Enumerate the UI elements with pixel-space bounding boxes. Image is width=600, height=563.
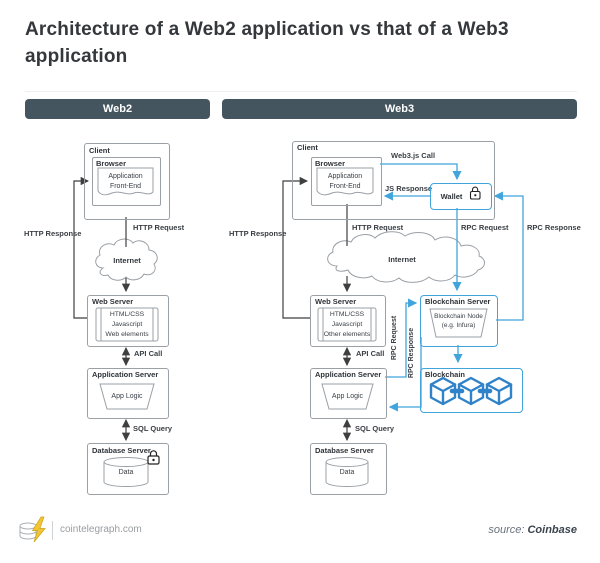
web2-internet-label: Internet (113, 256, 141, 265)
cube-chain-icon (429, 376, 513, 406)
web2-client-label: Client (89, 146, 110, 155)
blockchain-box (420, 368, 523, 413)
web2-http-response-label: HTTP Response (24, 229, 82, 238)
web3js-call-line (380, 163, 462, 181)
web3-blue-connectors (380, 163, 524, 412)
web2-api-call-label: API Call (134, 349, 163, 358)
web2-applogic-trapezoid (99, 383, 155, 410)
cube-icon (457, 376, 485, 406)
page-title: Architecture of a Web2 application vs th… (25, 19, 509, 67)
web3-frontend-document-shape (316, 167, 374, 196)
web3-internet-cloud-icon (327, 231, 485, 283)
web2-app-frontend-label: Application Front-End (108, 173, 143, 191)
web2-applogic-label: App Logic (111, 393, 143, 400)
blockchain-server-box (420, 295, 498, 347)
wallet-lock-icon (469, 186, 481, 200)
lightning-icon (31, 516, 46, 543)
web2-frontend-document-shape (97, 167, 154, 196)
web2-appserver-box (87, 368, 169, 419)
web3-webserver-box (310, 295, 386, 347)
web3-app-frontend-label: Application Front-End (327, 173, 363, 191)
web2-dbserver-box (87, 443, 169, 495)
web3-data-cylinder (325, 457, 369, 487)
rpc-response-appserver-line (388, 337, 422, 412)
web3-dark-connectors (282, 176, 352, 442)
blockchain-label: Blockchain (425, 370, 466, 379)
web3-http-response-line (282, 176, 310, 319)
web2-inner-shapes (95, 167, 159, 487)
web3-appserver-label: Application Server (315, 370, 382, 379)
web2-browser-box (92, 157, 161, 206)
footer-source-value: Coinbase (527, 524, 577, 536)
cube-icon (429, 376, 457, 406)
web3-webserver-label: Web Server (315, 297, 357, 306)
js-response-label: JS Response (385, 184, 433, 193)
cube-icon (485, 376, 513, 406)
web3-header-bar: Web3 (222, 99, 577, 119)
footer-site-text: cointelegraph.com (60, 524, 142, 535)
web3-dbserver-label: Database Server (315, 446, 374, 455)
web2-webserver-process-shape (95, 307, 159, 342)
rpc-response-vertical-label: RPC Response (408, 327, 415, 379)
web3-applogic-label: App Logic (331, 393, 364, 400)
web2-data-label: Data (118, 469, 134, 476)
web2-http-response-line (73, 176, 90, 319)
web3-http-response-label: HTTP Response (229, 229, 287, 238)
web3-appserver-box (310, 368, 387, 419)
web2-header-label: Web2 (102, 103, 133, 115)
footer-source: source: Coinbase (488, 524, 577, 536)
web3-client-label: Client (297, 143, 318, 152)
web3-inner-shapes (316, 167, 488, 487)
web3-internet-label: Internet (388, 255, 416, 264)
cointelegraph-logo (19, 516, 46, 543)
web3-dbserver-box (310, 443, 387, 495)
web3-browser-label: Browser (315, 159, 346, 168)
database-lock-icon (147, 450, 160, 465)
web2-sql-query-label: SQL Query (133, 424, 173, 433)
web2-webserver-box (87, 295, 169, 347)
web3-webserver-contents: HTML/CSS Javascript Other elements (323, 311, 371, 338)
wallet-box: Wallet (430, 183, 492, 210)
rpc-request-appserver-line (385, 298, 418, 378)
web2-http-request-label: HTTP Request (133, 223, 185, 232)
rpc-request-label: RPC Request (461, 223, 509, 232)
web3js-call-label: Web3.js Call (391, 151, 436, 160)
web3-client-box (292, 141, 495, 220)
web2-client-box (84, 143, 170, 220)
rpc-request-vertical-label: RPC Request (391, 315, 398, 361)
web2-appserver-label: Application Server (92, 370, 159, 379)
web3-data-label: Data (339, 469, 355, 476)
web2-connectors (73, 176, 131, 442)
web2-webserver-contents: HTML/CSS Javascript Web elements (105, 311, 149, 338)
web3-applogic-trapezoid (321, 383, 374, 410)
blockchain-node-trapezoid (429, 308, 488, 338)
wallet-label: Wallet (440, 192, 463, 201)
web3-http-request-label: HTTP Request (352, 223, 404, 232)
rpc-response-label: RPC Response (527, 223, 581, 232)
web3-sql-query-label: SQL Query (355, 424, 395, 433)
web2-header-bar: Web2 (25, 99, 210, 119)
blockchain-server-label: Blockchain Server (425, 297, 491, 306)
rpc-response-wallet-line (493, 191, 524, 321)
web2-dbserver-label: Database Server (92, 446, 151, 455)
web2-internet-cloud-icon (95, 238, 158, 281)
footer-source-label: source: (488, 524, 525, 536)
web3-header-label: Web3 (384, 103, 415, 115)
blockchain-node-label: Blockchain Node (e.g. Infura) (434, 313, 483, 330)
web2-webserver-label: Web Server (92, 297, 134, 306)
web3-browser-box (311, 157, 382, 206)
web3-webserver-process-shape (317, 307, 377, 342)
web2-browser-label: Browser (96, 159, 127, 168)
web3-api-call-label: API Call (356, 349, 385, 358)
title-divider (25, 91, 577, 92)
